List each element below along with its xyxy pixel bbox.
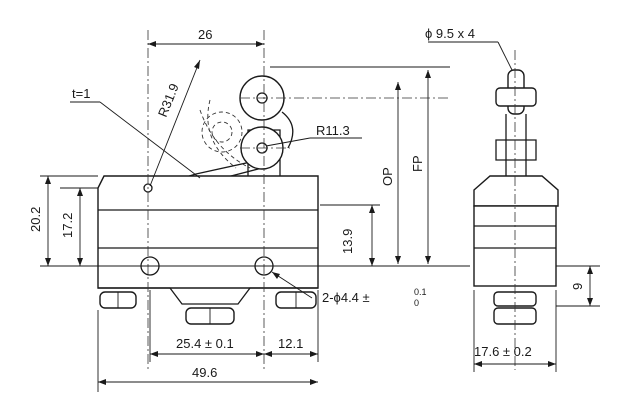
hole-callout-label: 2-ϕ4.4 ±: [322, 290, 370, 305]
dim-12-1-label: 12.1: [278, 336, 303, 351]
dim-r31-9-label: R31.9: [155, 81, 182, 119]
terminal-left: [99, 291, 137, 309]
body-base-notch: [98, 287, 318, 305]
dimension-r11-3: R11.3: [265, 123, 362, 147]
switch-body: [97, 175, 319, 289]
dim-49-6-label: 49.6: [192, 365, 217, 380]
terminal-middle: [185, 307, 235, 325]
roller-operated-dashed: [201, 111, 243, 153]
terminal-right: [275, 291, 317, 309]
side-view: [473, 50, 600, 370]
dim-9-label: 9: [570, 283, 585, 290]
dim-17-2-label: 17.2: [60, 213, 75, 238]
dimension-thickness: t=1: [70, 86, 201, 179]
hole-tol-lower: 0: [414, 298, 419, 308]
dimension-r31-9: R31.9: [149, 59, 201, 187]
dim-fp-label: FP: [410, 155, 425, 172]
dimension-49-6: 49.6: [97, 310, 318, 392]
side-body: [473, 175, 559, 207]
dimension-17-6: 17.6 ± 0.2: [473, 290, 557, 372]
dim-17-6-label: 17.6 ± 0.2: [474, 344, 532, 359]
roller-label: ϕ 9.5 x 4: [425, 26, 475, 41]
dimension-op: OP: [380, 82, 401, 264]
dim-13-9-label: 13.9: [340, 229, 355, 254]
dim-25-4-label: 25.4 ± 0.1: [176, 336, 234, 351]
dimension-12-1: 12.1: [264, 290, 319, 362]
dimension-13-9: 13.9: [340, 205, 375, 266]
dim-op-label: OP: [380, 167, 395, 186]
dimension-17-2: 17.2: [60, 188, 83, 266]
dim-26-label: 26: [198, 27, 212, 42]
dimension-9: 9: [570, 266, 593, 306]
hole-tol-upper: 0.1: [414, 287, 427, 297]
dimension-fp: FP: [410, 70, 431, 264]
dimension-roller-diameter: ϕ 9.5 x 4: [425, 26, 513, 71]
thickness-label: t=1: [72, 86, 90, 101]
dim-20-2-label: 20.2: [28, 207, 43, 232]
dim-r11-3-label: R11.3: [316, 123, 350, 138]
front-view: [40, 30, 470, 370]
dimension-hole-callout: 2-ϕ4.4 ± 0.1 0: [271, 271, 427, 308]
dimension-25-4: 25.4 ± 0.1: [149, 290, 264, 362]
dimension-26: 26: [148, 27, 264, 47]
dimension-20-2: 20.2: [28, 176, 51, 266]
